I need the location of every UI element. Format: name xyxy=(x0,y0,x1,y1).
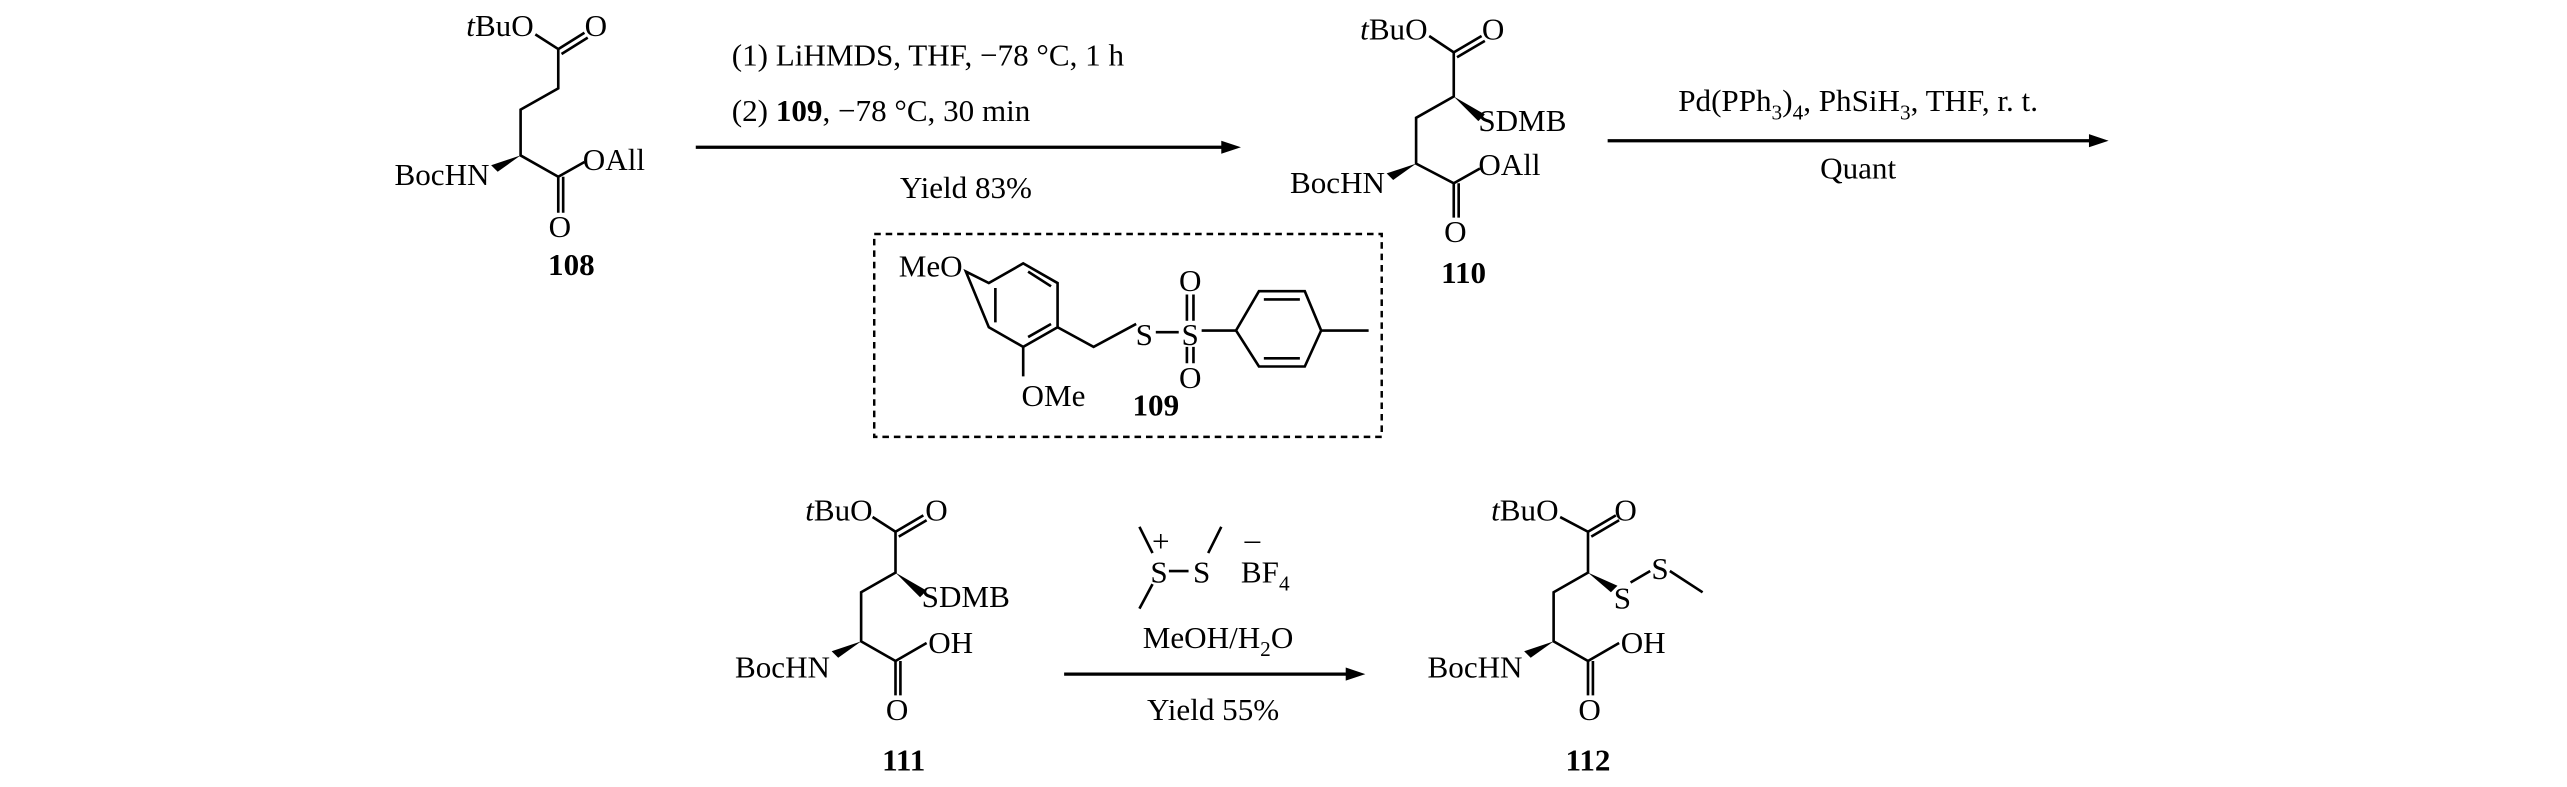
step2-yield: Quant xyxy=(1820,150,1896,185)
step1-conditions-line1: (1) LiHMDS, THF, −78 °C, 1 h xyxy=(732,37,1125,72)
bochn-label: BocHN xyxy=(1290,165,1385,200)
carbonyl-o-label: O xyxy=(1482,11,1504,46)
s-label: S xyxy=(1614,581,1631,616)
methyl-bond xyxy=(1138,526,1223,610)
acid-o-label: O xyxy=(886,692,908,727)
bochn-label: BocHN xyxy=(735,649,830,684)
compound-label-111: 111 xyxy=(882,743,925,778)
oall-label: OAll xyxy=(1478,147,1541,182)
ester-o-label: O xyxy=(1444,214,1466,249)
benzene-ring xyxy=(963,261,1059,349)
meo-label: MeO xyxy=(899,249,963,284)
bochn-label: BocHN xyxy=(395,157,490,192)
sulfonyl-o-bottom: O xyxy=(1179,360,1201,395)
bond xyxy=(519,31,589,213)
step2-conditions: Pd(PPh3)4, PhSiH3, THF, r. t. xyxy=(1678,83,2038,124)
s-label: S xyxy=(1193,554,1210,589)
bf4-label: BF4 xyxy=(1241,554,1290,595)
sdmb-label: SDMB xyxy=(1478,103,1566,138)
compound-110: tBuO O SDMB OAll O BocHN 110 xyxy=(1290,11,1566,290)
ester-o-label: O xyxy=(549,209,571,244)
sulfonium-s-label: S xyxy=(1150,554,1167,589)
sulfonyl-s-label: S xyxy=(1182,317,1199,352)
stereo-wedge xyxy=(1524,641,1554,658)
arrow-head xyxy=(1221,140,1241,154)
compound-label-110: 110 xyxy=(1441,255,1486,290)
compound-label-112: 112 xyxy=(1566,743,1611,778)
s-label: S xyxy=(1651,551,1668,586)
tbuo-label: tBuO xyxy=(1360,11,1427,46)
stereo-wedge xyxy=(1386,163,1417,180)
compound-label-109: 109 xyxy=(1132,388,1179,423)
oall-label: OAll xyxy=(583,142,646,177)
oh-label: OH xyxy=(1621,625,1666,660)
step3-solvent: MeOH/H2O xyxy=(1143,620,1294,661)
reaction-step-2: Pd(PPh3)4, PhSiH3, THF, r. t. Quant xyxy=(1607,83,2109,185)
s-label: S xyxy=(1136,317,1153,352)
minus-charge: – xyxy=(1244,522,1261,557)
bond xyxy=(1414,34,1486,218)
compound-112: tBuO O S S OH O BocHN 112 xyxy=(1428,492,1704,778)
reaction-step-1: (1) LiHMDS, THF, −78 °C, 1 h (2) 109, −7… xyxy=(695,37,1241,205)
stereo-wedge xyxy=(1588,572,1618,593)
step3-yield: Yield 55% xyxy=(1147,692,1279,727)
tbuo-label: tBuO xyxy=(466,8,533,43)
bochn-label: BocHN xyxy=(1428,649,1523,684)
stereo-wedge xyxy=(491,155,521,172)
dashed-box xyxy=(872,232,1383,439)
sdmb-label: SDMB xyxy=(922,579,1010,614)
reagent-109-box: MeO OMe S S O O 109 xyxy=(872,232,1383,439)
ome-label: OMe xyxy=(1022,378,1086,413)
bond xyxy=(1021,322,1137,377)
sulfonyl-o-top: O xyxy=(1179,263,1201,298)
compound-108: tBuO O OAll O BocHN 108 xyxy=(395,8,646,282)
stereo-wedge xyxy=(895,572,927,598)
step1-yield: Yield 83% xyxy=(900,170,1032,205)
carbonyl-o-label: O xyxy=(585,8,607,43)
dimethyl-methylthio-sulfonium-reagent: S + S – BF4 xyxy=(1138,522,1290,610)
compound-label-108: 108 xyxy=(548,247,595,282)
acid-o-label: O xyxy=(1578,692,1600,727)
stereo-wedge xyxy=(1453,96,1485,122)
arrow-head xyxy=(2088,134,2109,148)
reaction-step-3: S + S – BF4 MeOH/H2O Yield 55% xyxy=(1064,522,1366,727)
stereo-wedge xyxy=(831,641,862,658)
bond xyxy=(1185,294,1237,364)
plus-charge: + xyxy=(1152,523,1170,558)
compound-111: tBuO O SDMB OH O BocHN 111 xyxy=(735,492,1010,777)
oh-label: OH xyxy=(928,625,973,660)
carbonyl-o-label: O xyxy=(925,492,947,527)
tbuo-label: tBuO xyxy=(1491,492,1558,527)
toluene-ring xyxy=(1234,289,1369,368)
arrow-head xyxy=(1345,667,1366,681)
bond xyxy=(1552,514,1704,696)
carbonyl-o-label: O xyxy=(1614,492,1636,527)
tbuo-label: tBuO xyxy=(805,492,872,527)
bond xyxy=(859,514,928,696)
step1-conditions-line2: (2) 109, −78 °C, 30 min xyxy=(732,93,1031,128)
